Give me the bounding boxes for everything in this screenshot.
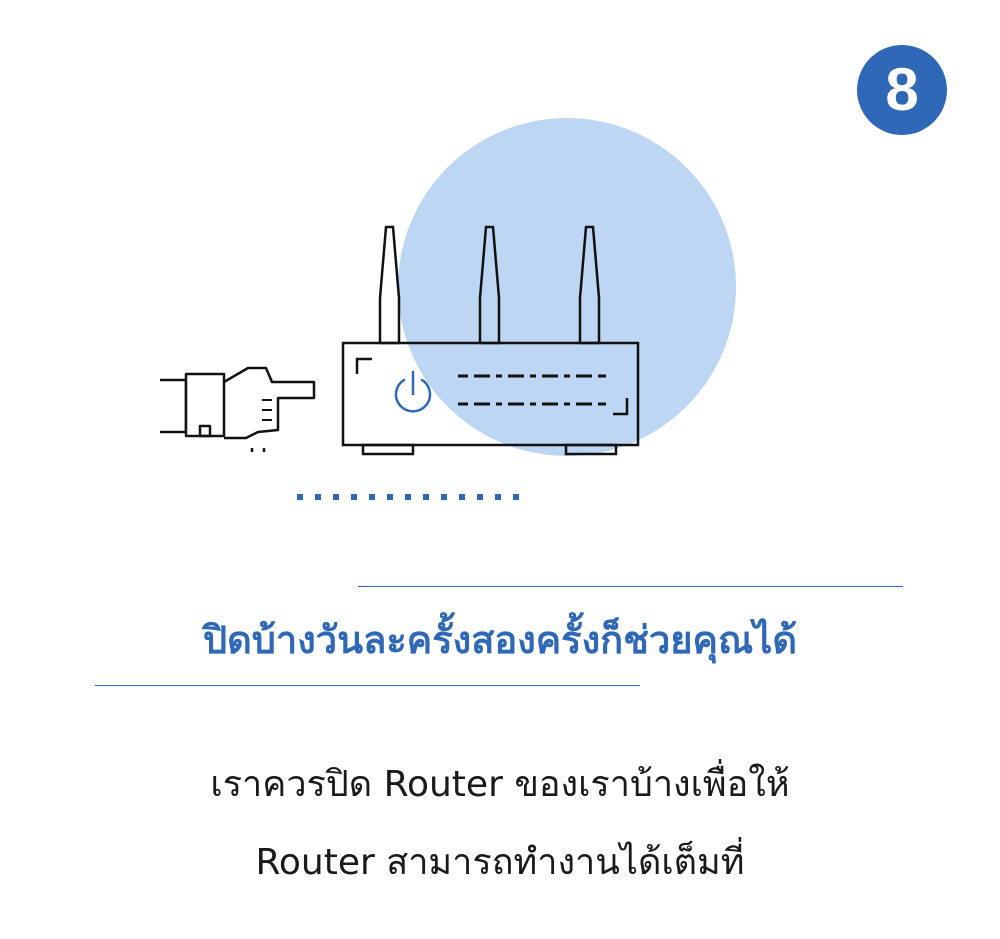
hand bbox=[223, 366, 316, 440]
router-body bbox=[341, 341, 640, 447]
step-number-badge: 8 bbox=[857, 45, 947, 135]
cuff-button bbox=[198, 424, 212, 438]
body-line-2: Router สามารถทำงานได้เต็มที่ bbox=[255, 842, 745, 883]
corner-bracket-top-left bbox=[355, 357, 372, 374]
divider-bottom bbox=[95, 685, 640, 686]
pointing-hand-icon bbox=[160, 366, 316, 452]
step-number: 8 bbox=[885, 56, 919, 123]
background-circle bbox=[398, 118, 736, 456]
dotted-divider bbox=[297, 494, 519, 500]
headline: ปิดบ้างวันละครั้งสองครั้งก็ช่วยคุณได้ bbox=[202, 618, 798, 662]
router-foot-left bbox=[361, 443, 415, 456]
antenna-left bbox=[378, 225, 401, 345]
body-line-1: เราควรปิด Router ของเราบ้างเพื่อให้ bbox=[210, 764, 790, 805]
finger-lines bbox=[262, 399, 272, 421]
motion-marks bbox=[250, 448, 266, 452]
router-foot-right bbox=[564, 443, 618, 456]
power-icon bbox=[394, 370, 432, 413]
divider-top bbox=[358, 586, 903, 587]
sleeve bbox=[160, 378, 188, 434]
router-icon bbox=[341, 225, 640, 456]
router-illustration bbox=[160, 118, 736, 500]
corner-bracket-bottom-right bbox=[613, 398, 629, 416]
